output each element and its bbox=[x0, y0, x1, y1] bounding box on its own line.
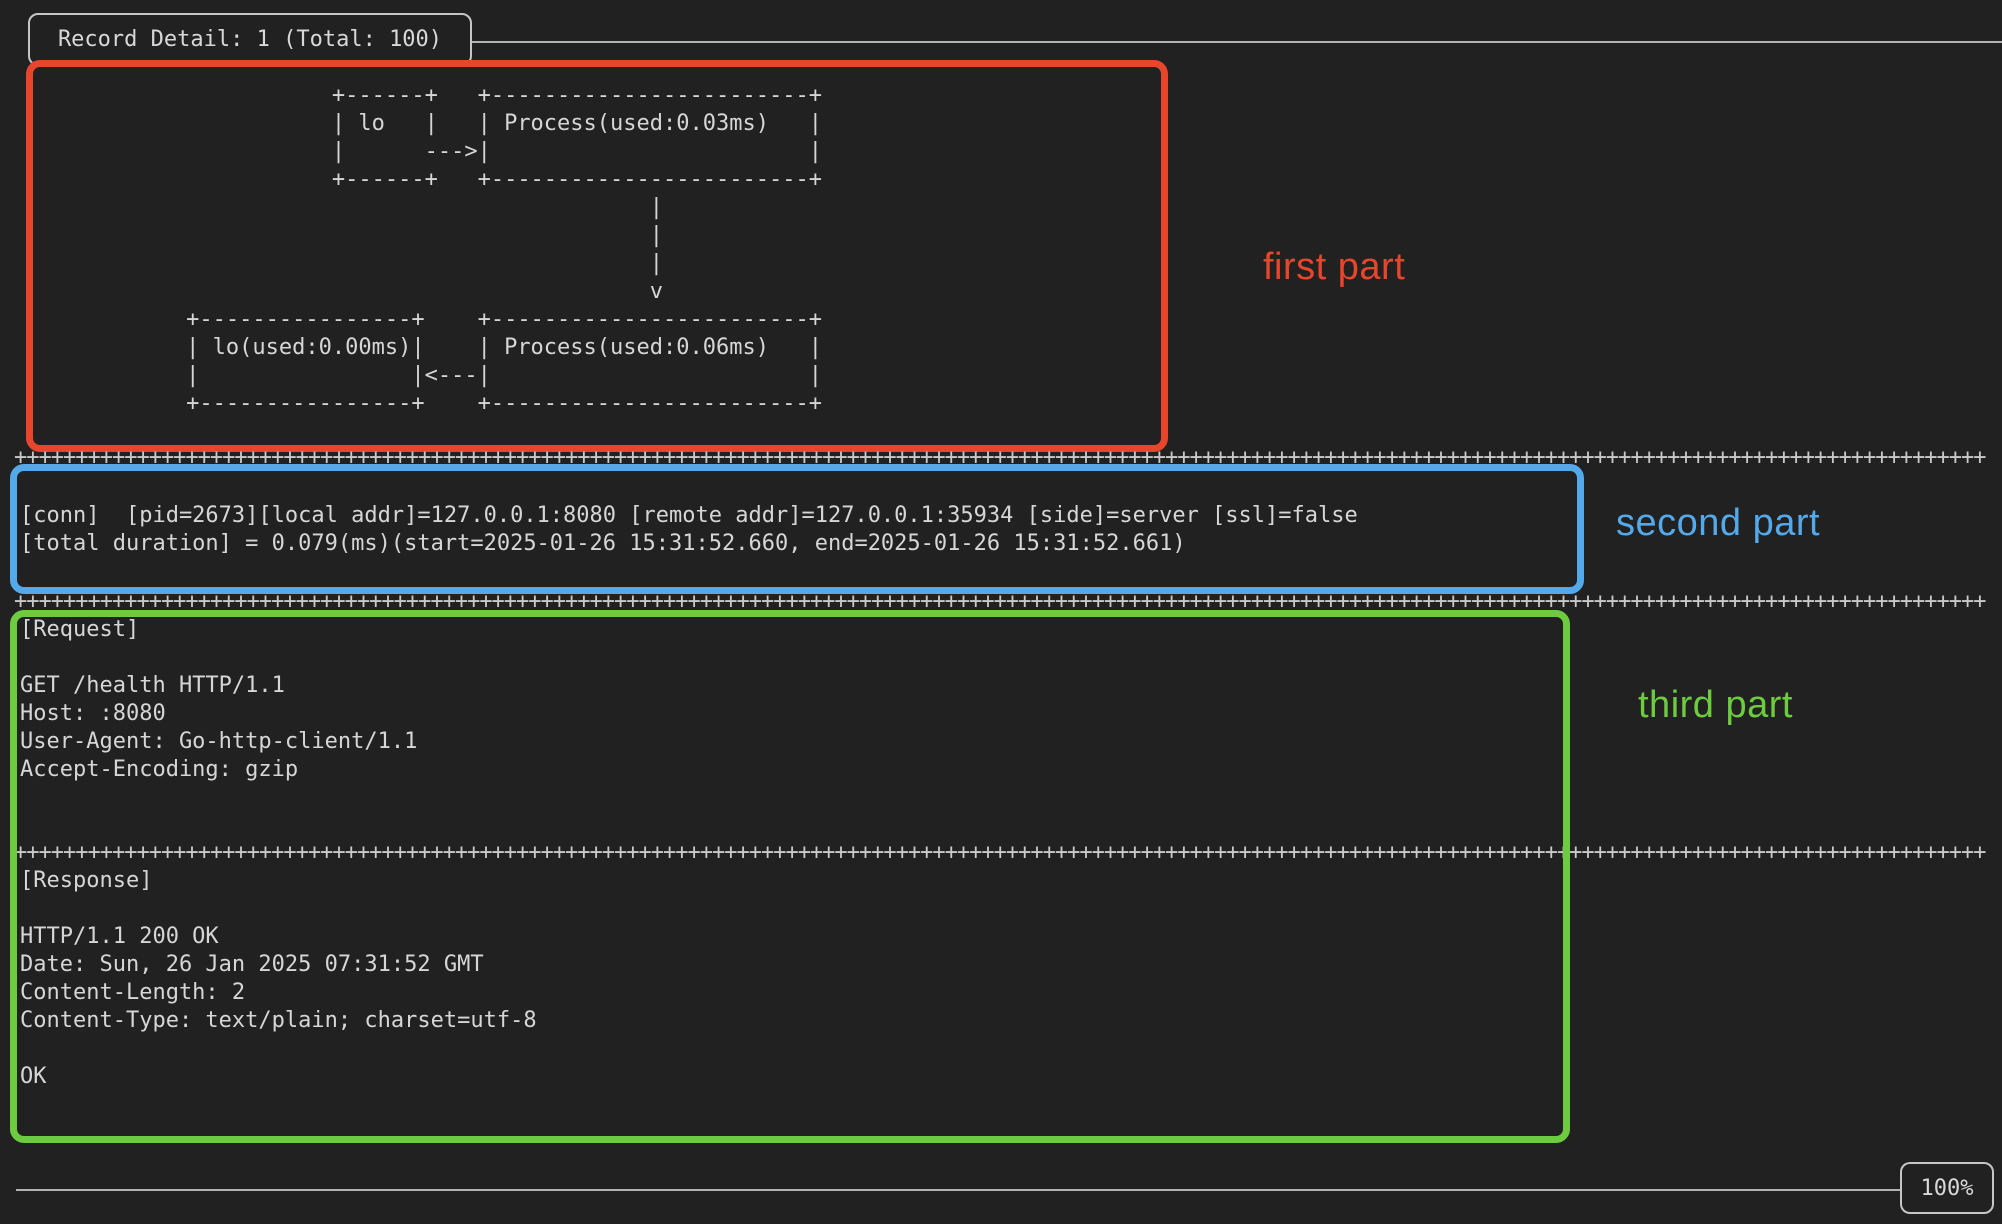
annotation-box-first-part bbox=[26, 60, 1168, 452]
record-detail-title: Record Detail: 1 (Total: 100) bbox=[57, 27, 443, 52]
panel-divider-1: ++++++++++++++++++++++++++++++++++++++++… bbox=[14, 447, 1986, 470]
panel-divider-3: ++++++++++++++++++++++++++++++++++++++++… bbox=[14, 842, 1986, 865]
terminal-bottom-border bbox=[16, 1189, 1902, 1191]
http-request-section: [Request] GET /health HTTP/1.1 Host: :80… bbox=[20, 617, 418, 782]
progress-badge: 100% bbox=[1920, 1175, 1974, 1201]
annotation-label-first-part: first part bbox=[1263, 246, 1406, 288]
http-response-section: [Response] HTTP/1.1 200 OK Date: Sun, 26… bbox=[20, 868, 537, 1089]
annotation-box-third-part bbox=[10, 610, 1570, 1143]
ascii-flow-diagram: +------+ +------------------------+ | lo… bbox=[186, 83, 822, 416]
connection-info: [conn] [pid=2673][local addr]=127.0.0.1:… bbox=[20, 503, 1358, 556]
record-detail-title-box: Record Detail: 1 (Total: 100) bbox=[28, 13, 472, 66]
panel-divider-2: ++++++++++++++++++++++++++++++++++++++++… bbox=[14, 591, 1986, 614]
progress-badge-box: 100% bbox=[1900, 1162, 1994, 1214]
annotation-label-third-part: third part bbox=[1638, 684, 1793, 726]
terminal-top-border bbox=[470, 41, 2002, 43]
annotation-label-second-part: second part bbox=[1616, 502, 1821, 544]
annotation-box-second-part bbox=[10, 464, 1584, 594]
